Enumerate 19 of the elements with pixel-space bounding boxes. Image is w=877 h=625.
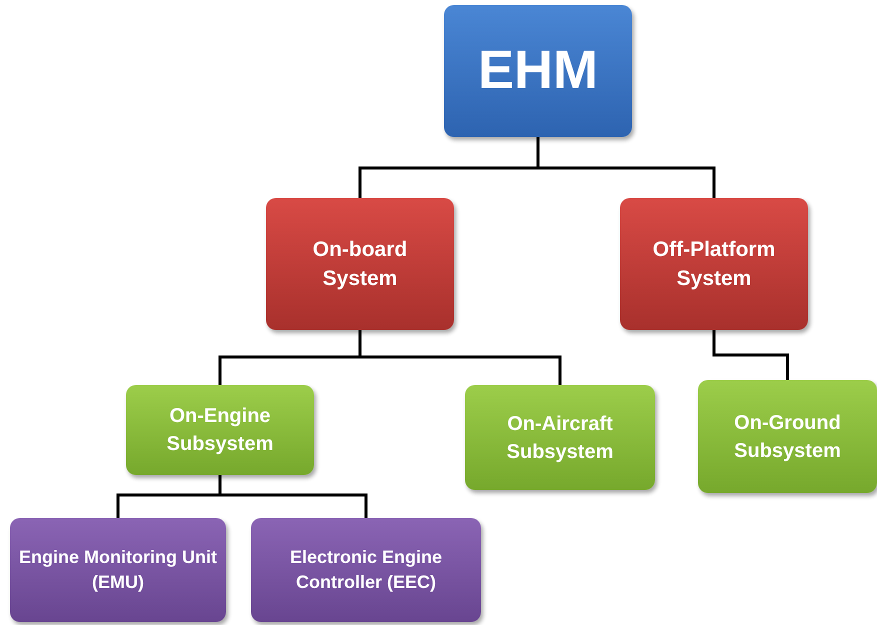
node-label: On-Aircraft Subsystem (506, 412, 614, 464)
unit-box (251, 518, 481, 622)
node-label: Electronic Engine Controller (EEC) (288, 546, 444, 594)
connector-line (218, 475, 368, 518)
node-label: Off-Platform System (652, 236, 776, 292)
node-label: EHM (478, 39, 598, 102)
subsystem-box (465, 385, 655, 490)
root-box (444, 5, 632, 137)
connector-line (712, 330, 789, 380)
subsystem-box (698, 380, 877, 493)
subsystem-box (126, 385, 314, 475)
node-label: On-board System (312, 236, 408, 292)
node-label: On-Engine Subsystem (166, 404, 274, 457)
unit-box (10, 518, 226, 622)
system-box (620, 198, 808, 330)
system-box (266, 198, 454, 330)
node-label: Engine Monitoring Unit (EMU) (18, 546, 218, 594)
connector-line (358, 330, 562, 385)
node-label: On-Ground Subsystem (733, 410, 842, 464)
